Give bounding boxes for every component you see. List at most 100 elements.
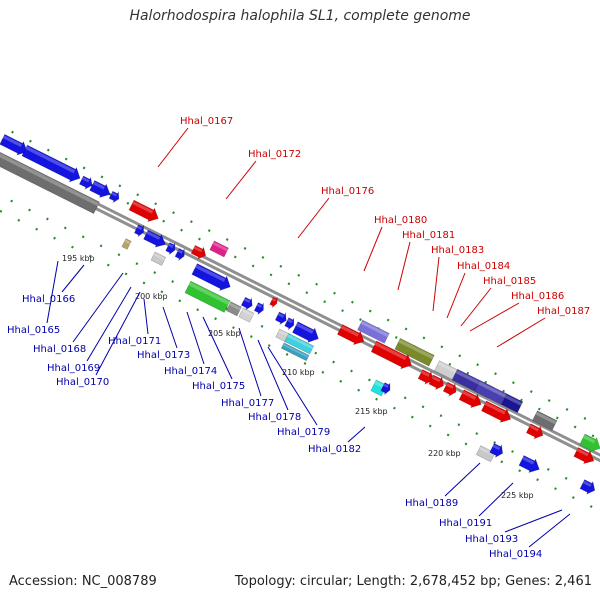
gene-feature[interactable] — [225, 301, 242, 317]
gene-feature[interactable] — [143, 228, 169, 250]
gene-label[interactable]: Hhal_0167 — [180, 116, 233, 127]
gene-feature[interactable] — [274, 310, 289, 326]
gene-label[interactable]: Hhal_0177 — [221, 398, 274, 409]
label-leader-line — [496, 317, 546, 348]
gene-feature[interactable] — [133, 223, 146, 238]
gene-label[interactable]: Hhal_0169 — [47, 363, 100, 374]
gene-feature[interactable] — [269, 295, 280, 308]
gene-feature[interactable] — [525, 422, 546, 442]
gene-label[interactable]: Hhal_0184 — [457, 261, 510, 272]
gene-feature[interactable] — [184, 280, 231, 313]
gene-feature[interactable] — [0, 133, 31, 159]
gene-label[interactable]: Hhal_0174 — [164, 366, 217, 377]
gene-arrow-shape — [174, 248, 185, 261]
gene-feature[interactable] — [209, 240, 229, 258]
gene-feature[interactable] — [500, 393, 524, 413]
gene-label[interactable]: Hhal_0165 — [7, 325, 60, 336]
gene-feature[interactable] — [280, 342, 310, 362]
gene-highlight — [2, 135, 23, 148]
gene-highlight — [153, 252, 166, 261]
gene-feature[interactable] — [394, 337, 435, 367]
gene-feature[interactable] — [191, 262, 234, 294]
gene-label[interactable]: Hhal_0187 — [537, 306, 590, 317]
gene-feature[interactable] — [475, 445, 496, 463]
gene-label[interactable]: Hhal_0193 — [465, 534, 518, 545]
gene-feature[interactable] — [532, 410, 558, 431]
gene-feature[interactable] — [284, 333, 315, 355]
gene-label[interactable]: Hhal_0171 — [108, 336, 161, 347]
gene-feature[interactable] — [78, 174, 95, 191]
gene-feature[interactable] — [128, 198, 162, 225]
gene-feature[interactable] — [21, 143, 84, 185]
gene-feature[interactable] — [481, 399, 515, 426]
gene-arrow-shape — [337, 324, 365, 346]
gene-label[interactable]: Hhal_0189 — [405, 498, 458, 509]
gene-arrow-shape — [475, 445, 496, 463]
gene-feature[interactable] — [370, 379, 388, 397]
gene-feature[interactable] — [417, 368, 436, 387]
genome-summary-text: Topology: circular; Length: 2,678,452 bp… — [234, 574, 592, 589]
gene-label[interactable]: Hhal_0183 — [431, 245, 484, 256]
gene-arrow-shape — [284, 333, 315, 355]
gene-arrow-shape — [573, 447, 595, 465]
gene-feature[interactable] — [370, 339, 415, 372]
gene-label[interactable]: Hhal_0180 — [374, 215, 427, 226]
gene-feature[interactable] — [442, 380, 459, 398]
gene-feature[interactable] — [357, 319, 390, 344]
gene-arrow-shape — [579, 479, 596, 495]
gene-label[interactable]: Hhal_0172 — [248, 149, 301, 160]
gene-feature[interactable] — [238, 307, 255, 323]
scale-tick-label: 195 kbp — [62, 254, 95, 263]
gene-label[interactable]: Hhal_0186 — [511, 291, 564, 302]
gene-feature[interactable] — [174, 247, 187, 262]
gene-label[interactable]: Hhal_0178 — [248, 412, 301, 423]
gene-label[interactable]: Hhal_0182 — [308, 444, 361, 455]
gene-label[interactable]: Hhal_0191 — [439, 518, 492, 529]
gene-highlight — [420, 370, 430, 377]
gene-label[interactable]: Hhal_0181 — [402, 230, 455, 241]
gene-highlight — [277, 312, 285, 318]
gene-arrow-shape — [240, 296, 253, 311]
gene-arrow-shape — [225, 301, 242, 317]
gene-feature[interactable] — [121, 238, 132, 250]
gene-feature[interactable] — [0, 150, 100, 214]
gene-feature[interactable] — [489, 442, 506, 460]
gene-feature[interactable] — [474, 379, 508, 405]
gene-feature[interactable] — [573, 446, 597, 467]
gene-feature[interactable] — [150, 251, 167, 266]
gene-highlight — [295, 322, 314, 334]
gene-feature[interactable] — [108, 189, 121, 204]
gene-feature[interactable] — [253, 301, 266, 316]
gene-feature[interactable] — [458, 388, 484, 411]
gene-highlight — [168, 243, 174, 248]
gene-feature[interactable] — [284, 316, 297, 331]
gene-feature[interactable] — [428, 373, 447, 392]
gene-feature[interactable] — [292, 320, 322, 346]
gene-highlight — [492, 444, 501, 451]
gene-arrow-shape — [489, 443, 503, 459]
gene-label[interactable]: Hhal_0166 — [22, 294, 75, 305]
gene-arrow-shape — [0, 134, 28, 156]
gene-feature[interactable] — [579, 478, 598, 497]
gene-label[interactable]: Hhal_0179 — [277, 427, 330, 438]
gene-feature[interactable] — [579, 432, 600, 455]
gene-feature[interactable] — [380, 381, 393, 396]
gene-feature[interactable] — [240, 295, 255, 311]
gene-label[interactable]: Hhal_0173 — [137, 350, 190, 361]
gene-label[interactable]: Hhal_0168 — [33, 344, 86, 355]
gene-arrow-shape — [190, 244, 207, 260]
gene-label[interactable]: Hhal_0170 — [56, 377, 109, 388]
gene-highlight — [535, 411, 557, 425]
gene-feature[interactable] — [337, 323, 368, 348]
gene-feature[interactable] — [89, 179, 114, 201]
gene-feature[interactable] — [518, 454, 543, 476]
gene-feature[interactable] — [190, 244, 208, 262]
gene-label[interactable]: Hhal_0175 — [192, 381, 245, 392]
gene-label[interactable]: Hhal_0185 — [483, 276, 536, 287]
gene-label[interactable]: Hhal_0176 — [321, 186, 374, 197]
gene-highlight — [437, 361, 457, 374]
gene-label[interactable]: Hhal_0194 — [489, 549, 542, 560]
gene-feature[interactable] — [434, 360, 458, 380]
gene-arrow-shape — [121, 238, 132, 250]
gene-feature[interactable] — [165, 241, 178, 256]
